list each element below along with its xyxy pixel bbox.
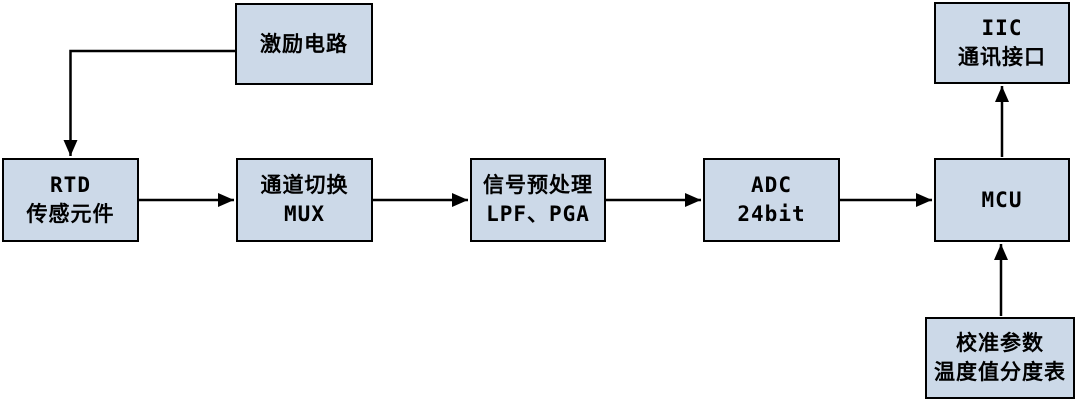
block-label: 传感元件 <box>26 202 115 226</box>
block-label: 激励电路 <box>260 31 348 56</box>
block-rtd-sensor: RTD 传感元件 <box>2 158 139 242</box>
block-excitation-circuit: 激励电路 <box>235 3 373 85</box>
block-label: 24bit <box>737 202 806 226</box>
block-label: MUX <box>284 202 325 226</box>
block-label: 温度值分度表 <box>934 360 1066 384</box>
block-label: 信号预处理 <box>483 173 593 197</box>
arrow-excitation-to-rtd <box>63 49 235 156</box>
block-label: 校准参数 <box>956 331 1044 355</box>
block-channel-mux: 通道切换 MUX <box>236 158 373 242</box>
block-adc: ADC 24bit <box>703 158 840 242</box>
block-label: MCU <box>981 187 1023 212</box>
block-label: RTD <box>50 173 91 197</box>
block-label: IIC <box>981 16 1023 40</box>
block-calibration-table: 校准参数 温度值分度表 <box>925 317 1075 399</box>
block-label: LPF、PGA <box>486 202 590 226</box>
block-label: 通道切换 <box>260 173 349 197</box>
block-label: 通讯接口 <box>958 45 1046 69</box>
block-label: ADC <box>751 173 792 197</box>
block-iic-interface: IIC 通讯接口 <box>934 2 1070 84</box>
block-signal-preprocessing: 信号预处理 LPF、PGA <box>470 158 606 242</box>
block-mcu: MCU <box>934 158 1070 242</box>
